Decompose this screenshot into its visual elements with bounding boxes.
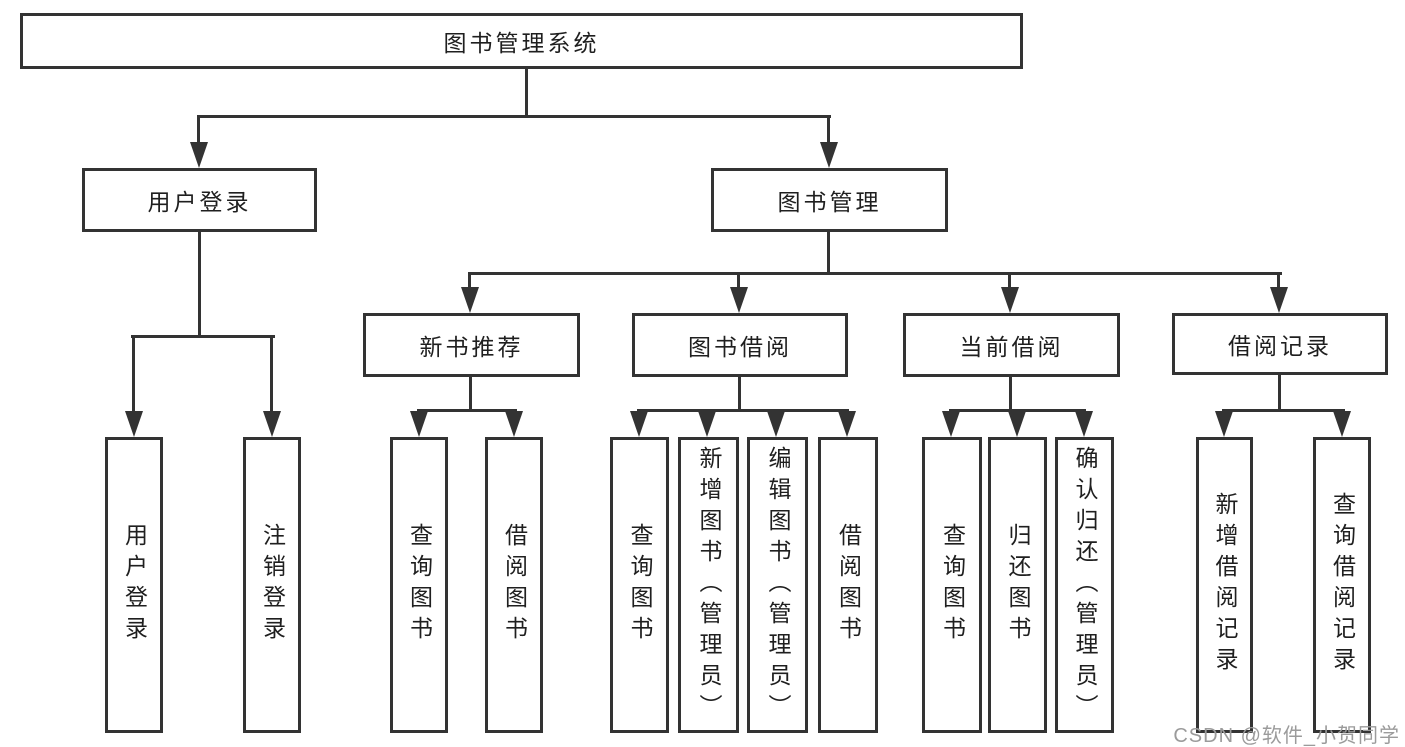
arrowhead-leaf-query-3 [942,411,960,437]
leaf-logout: 注销登录 [243,437,301,733]
node-user-login: 用户登录 [82,168,317,232]
leaf-label: 注销登录 [259,523,286,647]
arrowhead-leaf-edit-book [767,411,785,437]
connector-root-branch [197,115,831,118]
node-label: 当前借阅 [959,334,1064,360]
leaf-label: 借阅图书 [835,523,862,647]
leaf-label: 新增图书（管理员） [696,445,722,725]
leaf-label: 借阅图书 [501,523,528,647]
leaf-label: 新增借阅记录 [1212,492,1238,678]
node-book-borrowing: 图书借阅 [632,313,848,377]
connector-borrowing-branch [637,409,849,412]
leaf-query-books-borrowing: 查询图书 [610,437,669,733]
leaf-label: 查询图书 [939,523,966,647]
connector-borrowing-stem [738,377,741,412]
arrowhead-leaf-borrow-2 [838,411,856,437]
node-label: 借阅记录 [1228,333,1332,359]
node-label: 图书借阅 [688,334,792,360]
connector-to-borrowing [737,275,740,289]
arrowhead-leaf-query-1 [410,411,428,437]
arrowhead-leaf-query-record [1333,411,1351,437]
connector-to-current [1008,275,1011,289]
arrowhead-leaf-add-record [1215,411,1233,437]
leaf-label: 确认归还（管理员） [1072,445,1098,725]
leaf-label: 用户登录 [121,523,148,647]
connector-root-stem [525,69,528,118]
connector-to-leaf-logout [270,338,273,411]
leaf-label: 查询图书 [406,523,433,647]
leaf-query-borrow-record: 查询借阅记录 [1313,437,1371,733]
connector-book-mgmt-stem [827,232,830,275]
connector-to-user-login [197,118,200,144]
connector-new-rec-stem [469,377,472,412]
leaf-add-borrow-record: 新增借阅记录 [1196,437,1253,733]
node-book-management-system: 图书管理系统 [20,13,1023,69]
arrowhead-new-rec [461,287,479,313]
connector-current-branch [949,409,1086,412]
leaf-label: 归还图书 [1005,523,1031,647]
connector-records-branch [1222,409,1345,412]
arrowhead-leaf-confirm [1075,411,1093,437]
connector-user-login-branch [131,335,275,338]
connector-to-book-mgmt [827,118,830,144]
leaf-borrow-books-recommend: 借阅图书 [485,437,543,733]
node-borrowing-records: 借阅记录 [1172,313,1388,375]
leaf-borrow-books-borrowing: 借阅图书 [818,437,878,733]
arrowhead-leaf-query-2 [630,411,648,437]
arrowhead-user-login [190,142,208,168]
leaf-label: 查询借阅记录 [1329,492,1356,678]
node-label: 图书管理系统 [443,30,600,56]
watermark: CSDN @软件_小贺同学 [1173,725,1400,747]
leaf-user-login: 用户登录 [105,437,163,733]
node-label: 用户登录 [147,189,252,215]
arrowhead-leaf-return [1008,411,1026,437]
connector-current-stem [1009,377,1012,412]
leaf-confirm-return-admin: 确认归还（管理员） [1055,437,1114,733]
leaf-add-books-admin: 新增图书（管理员） [678,437,739,733]
arrowhead-records [1270,287,1288,313]
node-label: 新书推荐 [419,334,524,360]
node-label: 图书管理 [777,189,882,215]
arrowhead-current [1001,287,1019,313]
connector-to-records [1277,275,1280,289]
node-book-management: 图书管理 [711,168,948,232]
connector-user-login-stem [198,232,201,338]
connector-records-stem [1278,375,1281,412]
arrowhead-leaf-login [125,411,143,437]
arrowhead-leaf-logout [263,411,281,437]
arrowhead-leaf-add-book [698,411,716,437]
arrowhead-leaf-borrow-1 [505,411,523,437]
node-new-book-recommendation: 新书推荐 [363,313,580,377]
leaf-label: 查询图书 [627,523,653,647]
arrowhead-borrowing [730,287,748,313]
connector-book-mgmt-branch [468,272,1282,275]
connector-new-rec-branch [417,409,517,412]
leaf-query-books-current: 查询图书 [922,437,982,733]
connector-to-new-rec [468,275,471,289]
connector-to-leaf-login [132,338,135,411]
leaf-label: 编辑图书（管理员） [765,445,791,725]
arrowhead-book-mgmt [820,142,838,168]
leaf-return-books: 归还图书 [988,437,1047,733]
leaf-edit-books-admin: 编辑图书（管理员） [747,437,808,733]
leaf-query-books-recommend: 查询图书 [390,437,448,733]
node-current-borrowing: 当前借阅 [903,313,1120,377]
